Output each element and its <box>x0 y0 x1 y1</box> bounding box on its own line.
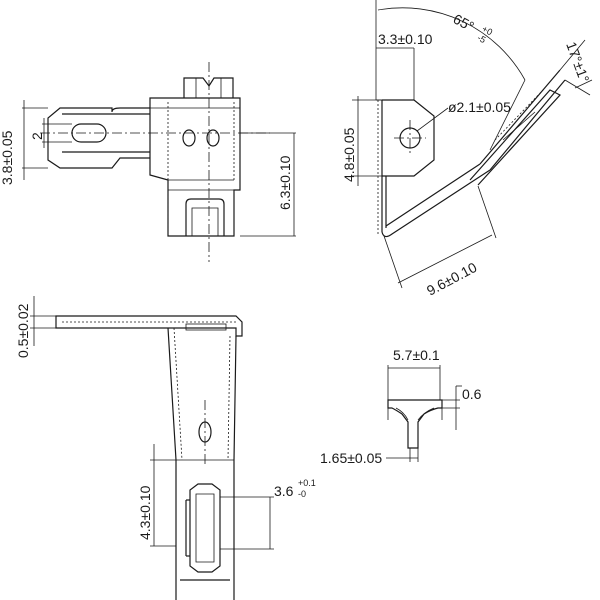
dim-5-7: 5.7±0.1 <box>393 347 440 363</box>
dim-3-3: 3.3±0.10 <box>378 31 433 47</box>
dim-1-65: 1.65±0.05 <box>320 450 382 466</box>
dim-17: 17°±1° <box>563 40 592 85</box>
dim-65-angle: 65° +0 -5 <box>451 11 495 46</box>
dim-65: 65° <box>451 11 477 35</box>
dim-0-6: 0.6 <box>462 386 482 402</box>
dim-3-6-tol-top: +0.1 <box>298 478 316 488</box>
dim-6-3: 6.3±0.10 <box>277 155 293 210</box>
dim-3-6-tol-bot: -0 <box>298 489 306 499</box>
bottom-right-view <box>386 365 462 462</box>
dim-0-5: 0.5±0.02 <box>15 303 31 358</box>
dim-65-tol-bot: -5 <box>476 33 488 46</box>
dim-65-tol-top: +0 <box>480 24 494 38</box>
dim-4-8: 4.8±0.05 <box>341 127 357 182</box>
dim-4-3: 4.3±0.10 <box>137 485 153 540</box>
dim-9-6: 9.6±0.10 <box>424 259 480 299</box>
dim-hole: ø2.1±0.05 <box>448 99 511 115</box>
bottom-left-view <box>30 296 274 600</box>
dim-2: 2 <box>29 132 45 140</box>
dim-3-6: 3.6 <box>274 483 294 499</box>
top-left-view <box>22 62 296 262</box>
dim-3-8: 3.8±0.05 <box>0 130 15 185</box>
top-right-view <box>352 0 593 289</box>
